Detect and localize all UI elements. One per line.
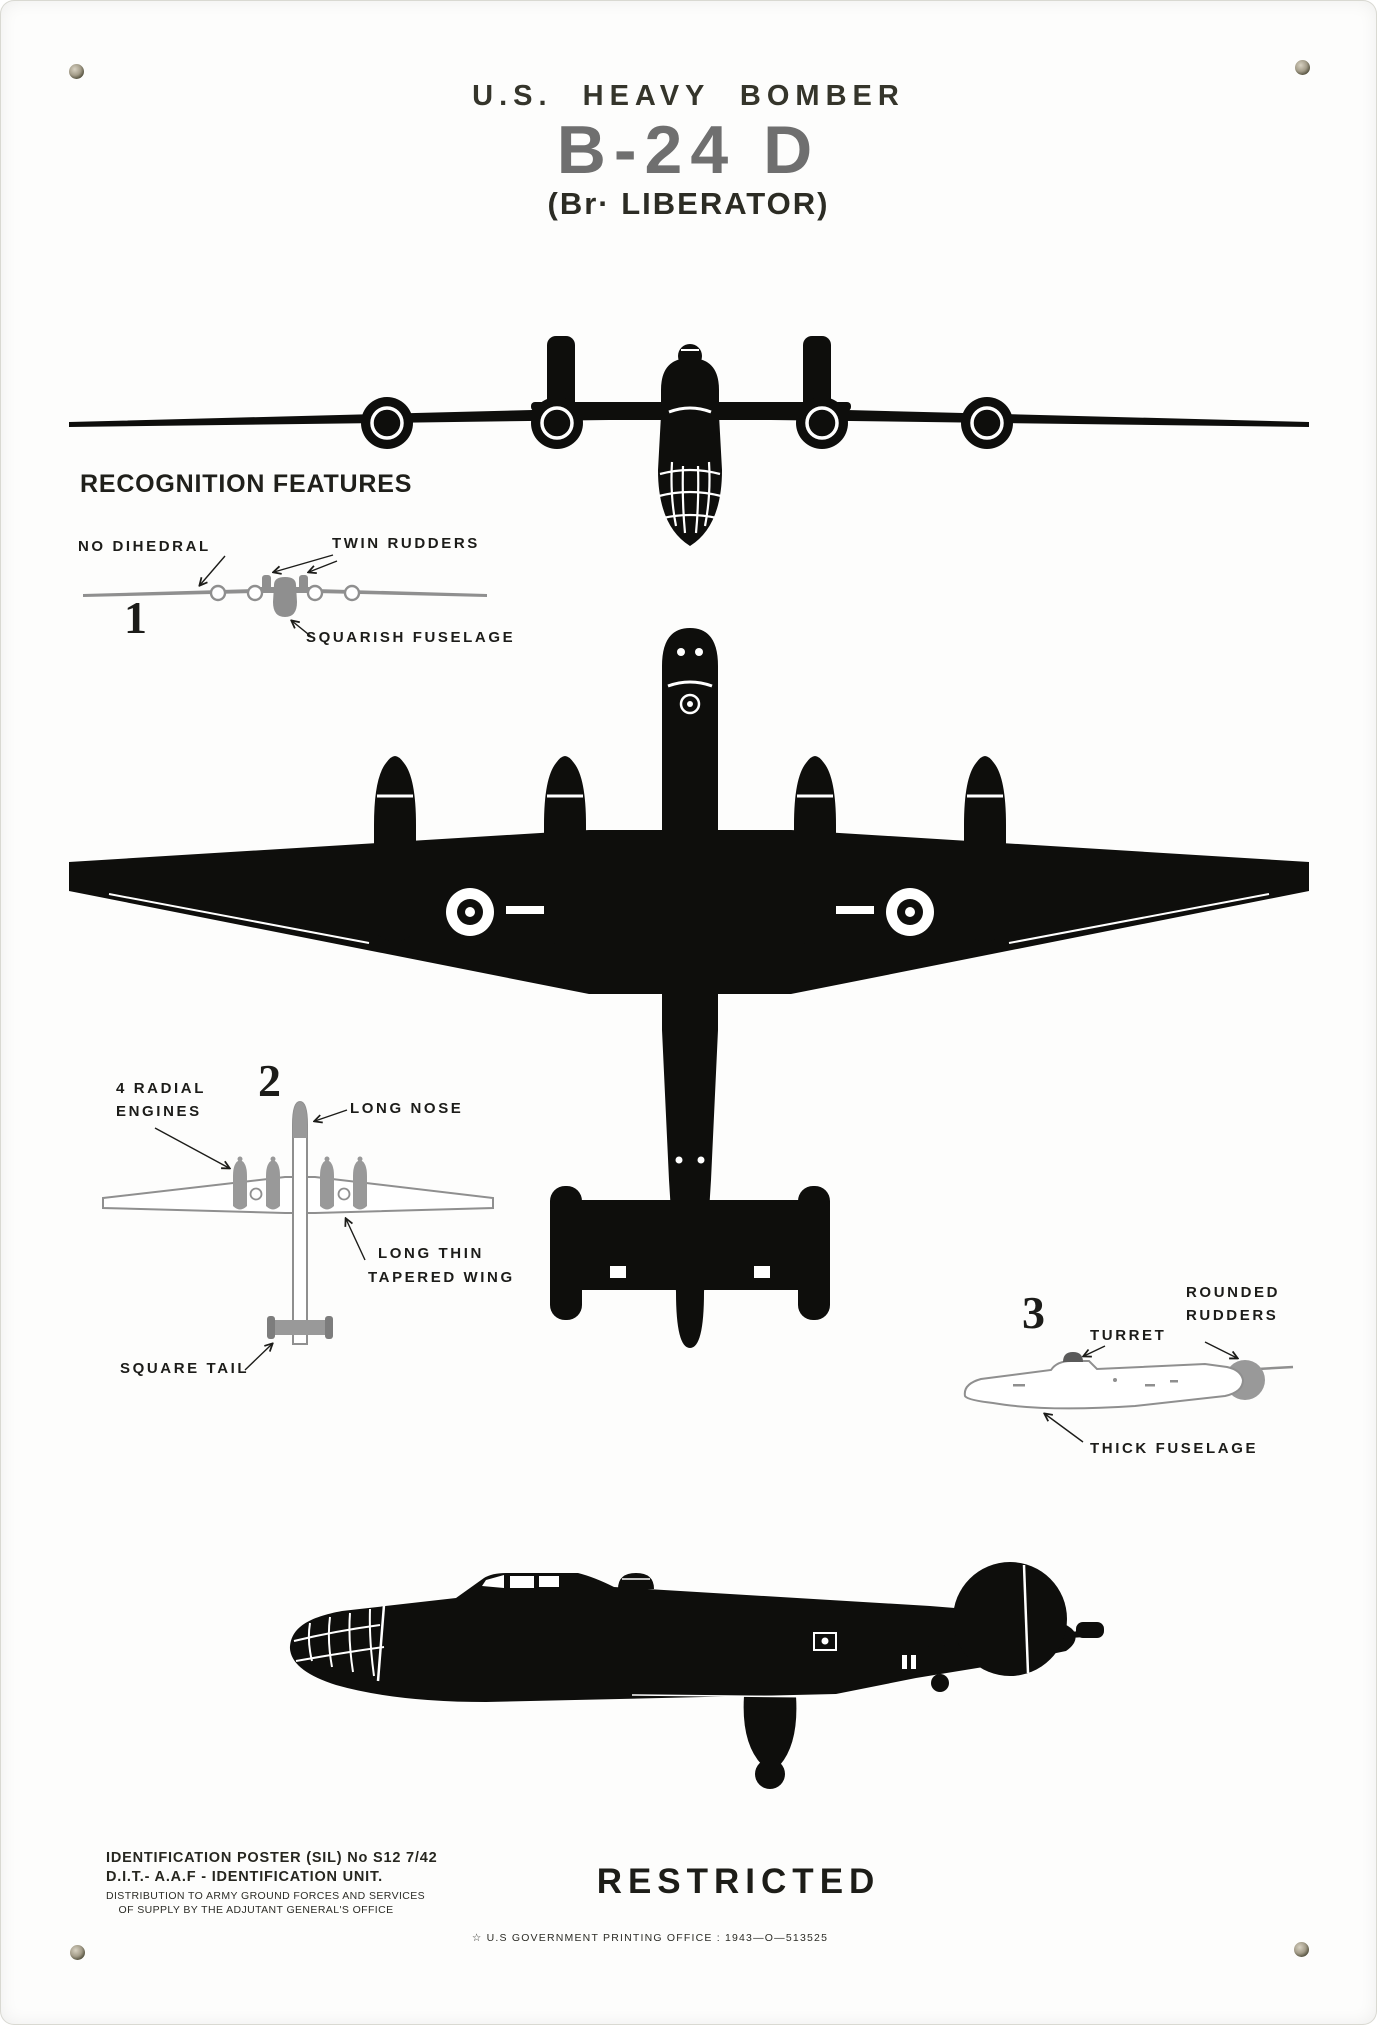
- figure3-label-turret: TURRET: [1090, 1327, 1167, 1344]
- elevator-tip: [1076, 1622, 1104, 1638]
- figure2-label-square-tail: SQUARE TAIL: [120, 1360, 250, 1377]
- engine-2: [531, 397, 583, 449]
- rudder-hinge-line: [1022, 1564, 1030, 1674]
- plan-view-markings: [108, 648, 1270, 1278]
- footer-id-line2: D.I.T.- A.A.F - IDENTIFICATION UNIT.: [106, 1869, 383, 1885]
- poster-header: U.S. HEAVY BOMBER B-24 D (Br· LIBERATOR): [0, 80, 1377, 222]
- nose-glazing: [658, 349, 722, 534]
- right-endplate-fin: [798, 1186, 830, 1320]
- ventral-bulge: [931, 1674, 949, 1692]
- figure2-label-wing-1: LONG THIN: [378, 1245, 484, 1262]
- engine-4: [961, 397, 1013, 449]
- nacelle-inner-left: [544, 756, 586, 946]
- figure1-fuselage: [273, 577, 297, 617]
- figure3-number: 3: [1022, 1287, 1045, 1338]
- figure3-turret: [1063, 1352, 1083, 1362]
- footer-dist-line2: OF SUPPLY BY THE ADJUTANT GENERAL'S OFFI…: [118, 1904, 394, 1916]
- figure2-label-long-nose: LONG NOSE: [350, 1100, 464, 1117]
- fuselage: [290, 1573, 1076, 1702]
- nacelle-outer-right: [964, 756, 1006, 942]
- left-endplate-fin: [550, 1186, 582, 1320]
- engine-3: [796, 397, 848, 449]
- front-view-figure: [69, 336, 1309, 546]
- side-view-silhouette: [290, 1562, 1104, 1789]
- plan-view-figure: [69, 628, 1309, 1348]
- mounting-hole-bottom-right: [1294, 1942, 1309, 1957]
- figure3-aircraft: [963, 1352, 1294, 1410]
- fuselage: [658, 358, 722, 546]
- figure2-number: 2: [258, 1055, 281, 1106]
- tail-fin: [953, 1562, 1067, 1676]
- figure1-number: 1: [124, 592, 147, 643]
- figure1-label-squarish-fuselage: SQUARISH FUSELAGE: [306, 629, 516, 646]
- figure2-top-view: [102, 1100, 494, 1371]
- front-view-silhouette: [69, 336, 1309, 546]
- poster-subtitle: (Br· LIBERATOR): [547, 186, 830, 222]
- nacelle-pod: [743, 1696, 797, 1765]
- poster-kicker: U.S. HEAVY BOMBER: [472, 80, 905, 112]
- plan-view-silhouette: [69, 628, 1309, 1348]
- mounting-hole-bottom-left: [70, 1945, 85, 1960]
- figure3-label-rudders-2: RUDDERS: [1186, 1307, 1279, 1324]
- left-fin: [547, 336, 575, 412]
- figure1-aircraft: [83, 575, 487, 617]
- figure2-label-radial-1: 4 RADIAL: [116, 1080, 206, 1097]
- figure2-label-wing-2: TAPERED WING: [368, 1269, 515, 1286]
- printing-office-line: ☆ U.S GOVERNMENT PRINTING OFFICE : 1943—…: [471, 1932, 829, 1944]
- engine-1: [361, 397, 413, 449]
- poster-model: B-24 D: [556, 112, 821, 188]
- nacelle-outer-left: [374, 756, 416, 942]
- figure3-fuselage: [963, 1360, 1245, 1410]
- figure3-label-rudders-1: ROUNDED: [1186, 1284, 1281, 1301]
- mounting-hole-top-left: [69, 64, 84, 79]
- side-view-figure: [290, 1562, 1104, 1789]
- figure3-side-view: [963, 1341, 1294, 1443]
- footer-dist-line1: DISTRIBUTION TO ARMY GROUND FORCES AND S…: [106, 1890, 426, 1902]
- mounting-hole-top-right: [1295, 60, 1310, 75]
- side-view-markings: [293, 1564, 1030, 1698]
- footer-id-line1: IDENTIFICATION POSTER (SIL) No S12 7/42: [106, 1850, 438, 1866]
- figure2-label-radial-2: ENGINES: [116, 1103, 202, 1120]
- figure1-front-view: [83, 554, 487, 639]
- figure2-nose: [293, 1102, 307, 1138]
- fuselage: [662, 628, 718, 1348]
- engine-cowl-rings: [370, 406, 1004, 440]
- figure3-label-thick-fuselage: THICK FUSELAGE: [1090, 1440, 1259, 1457]
- restricted-stamp: RESTRICTED: [596, 1862, 881, 1901]
- top-turret: [618, 1573, 654, 1589]
- footer-identification-block: IDENTIFICATION POSTER (SIL) No S12 7/42 …: [106, 1850, 437, 1916]
- figure2-tailplane: [271, 1320, 329, 1335]
- recognition-heading: RECOGNITION FEATURES: [80, 470, 413, 498]
- figure2-arrows: [154, 1109, 366, 1371]
- figure2-fuselage: [292, 1100, 308, 1345]
- figure1-arrows: [200, 554, 338, 639]
- right-fin: [803, 336, 831, 412]
- figure2-engines: [233, 1156, 367, 1210]
- nacelle-inner-right: [794, 756, 836, 946]
- figure2-aircraft: [102, 1100, 494, 1345]
- figure3-arrows: [1045, 1341, 1237, 1443]
- stabilizer: [569, 1200, 811, 1290]
- figure1-label-twin-rudders: TWIN RUDDERS: [332, 535, 480, 552]
- figure1-label-no-dihedral: NO DIHEDRAL: [78, 538, 211, 555]
- main-wheel: [755, 1759, 785, 1789]
